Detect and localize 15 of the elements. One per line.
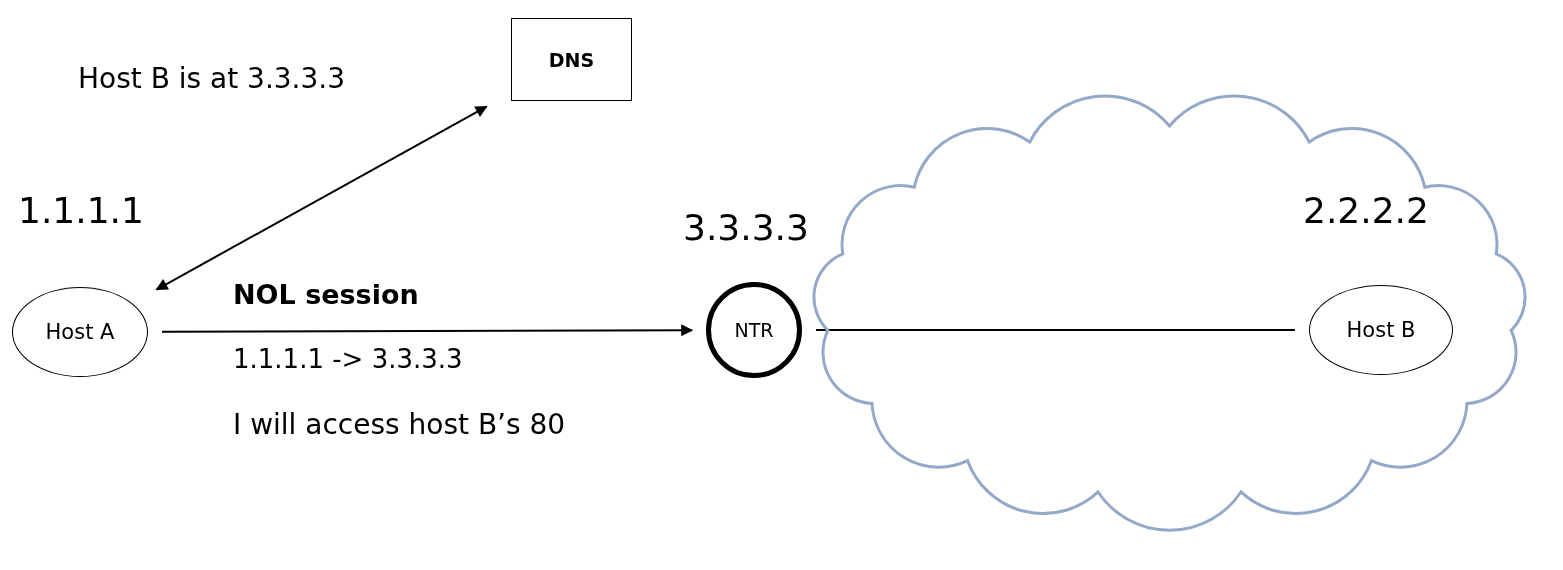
ip-address-label: 2.2.2.2 bbox=[1303, 190, 1429, 231]
node-label: Host B bbox=[1346, 318, 1416, 342]
ip-address-label: 1.1.1.1 bbox=[18, 190, 144, 231]
node-label: NTR bbox=[734, 319, 774, 341]
arrow bbox=[155, 105, 488, 291]
node-label: DNS bbox=[548, 48, 595, 71]
note-text: I will access host B’s 80 bbox=[233, 408, 566, 441]
note-text: 1.1.1.1 -> 3.3.3.3 bbox=[233, 344, 463, 374]
connector-line bbox=[815, 329, 1296, 331]
ip-address-label: 3.3.3.3 bbox=[683, 207, 809, 248]
edge-label: NOL session bbox=[233, 279, 419, 310]
dns-server-box bbox=[511, 18, 632, 101]
node-label: Host A bbox=[45, 320, 115, 344]
arrow bbox=[161, 324, 694, 337]
edge-label: Host B is at 3.3.3.3 bbox=[78, 62, 346, 95]
